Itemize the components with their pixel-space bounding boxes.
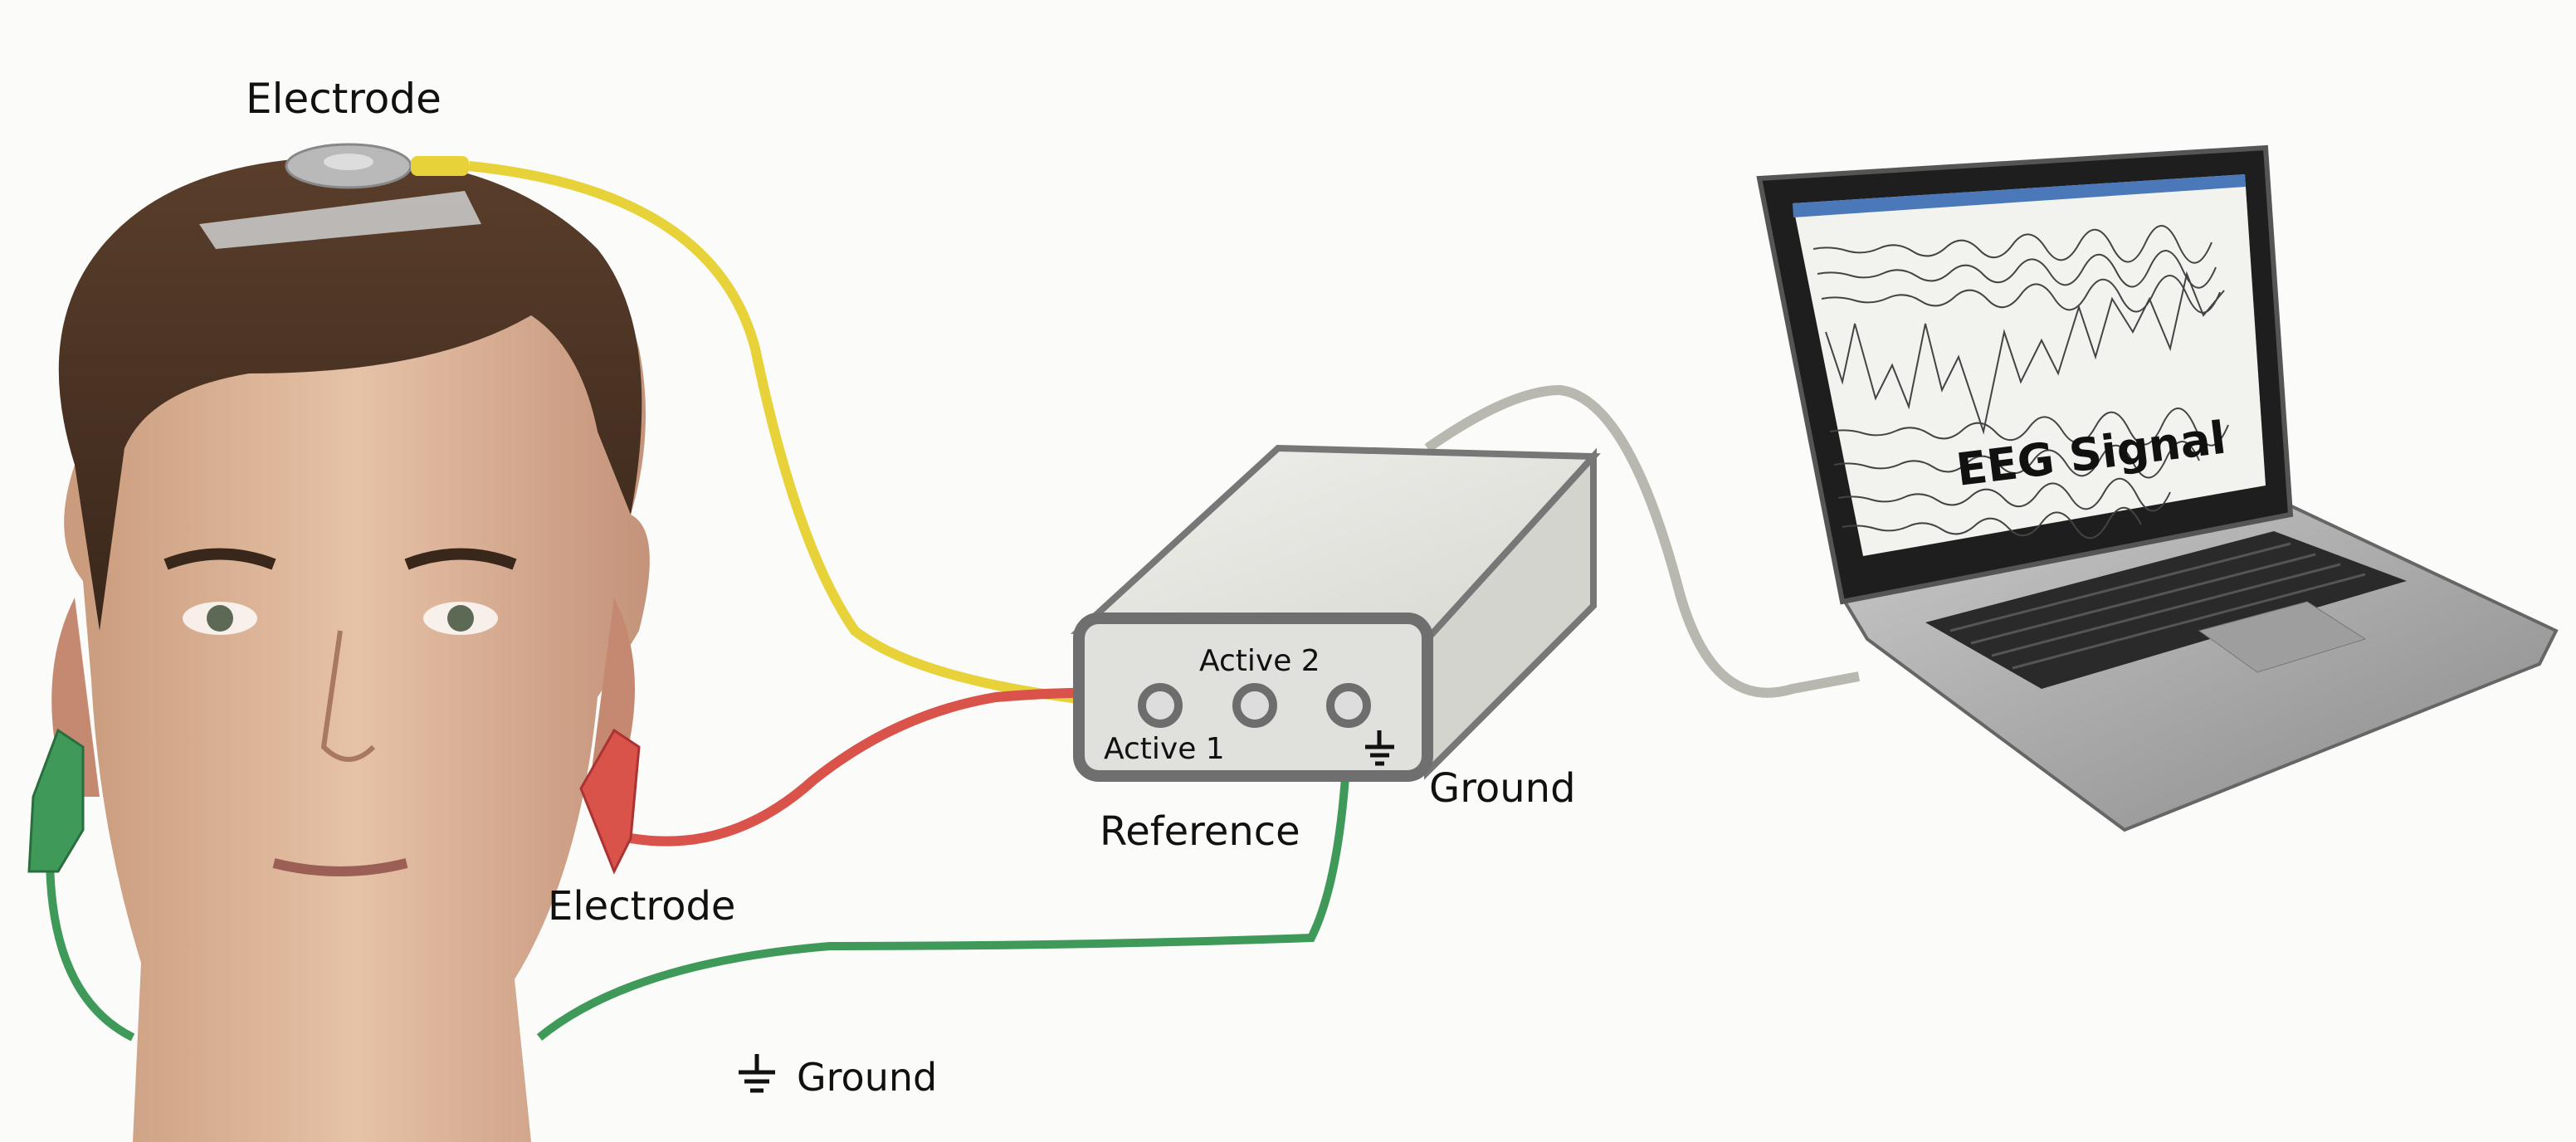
active2-label: Active 2 bbox=[1199, 644, 1320, 678]
eeg-traces bbox=[1812, 225, 2229, 539]
ground-box-label: Ground bbox=[1429, 765, 1576, 812]
hair bbox=[58, 157, 642, 631]
amplifier-box bbox=[1070, 444, 1601, 782]
ground-jack bbox=[1326, 683, 1371, 728]
ground-bottom-label: Ground bbox=[797, 1055, 937, 1100]
active2-jack bbox=[1232, 683, 1277, 728]
ear-electrode-label: Electrode bbox=[548, 883, 735, 930]
right-ear-clip-electrode bbox=[579, 728, 641, 875]
person-head bbox=[51, 157, 650, 1142]
left-ear-clip-electrode bbox=[27, 728, 85, 873]
active1-wire bbox=[468, 161, 1161, 712]
ground-symbol-icon bbox=[1365, 730, 1394, 766]
ground-wire bbox=[46, 709, 1353, 1042]
ground-symbol-icon bbox=[739, 1054, 775, 1093]
active1-label: Active 1 bbox=[1104, 732, 1225, 766]
scalp-electrode bbox=[199, 143, 481, 249]
laptop: EEG Signal bbox=[1756, 144, 2559, 832]
usb-cable bbox=[1424, 384, 1861, 698]
scalp-electrode-label: Electrode bbox=[246, 75, 442, 123]
touchpad bbox=[2198, 601, 2367, 673]
active1-jack bbox=[1138, 683, 1183, 728]
reference-label: Reference bbox=[1100, 808, 1300, 855]
